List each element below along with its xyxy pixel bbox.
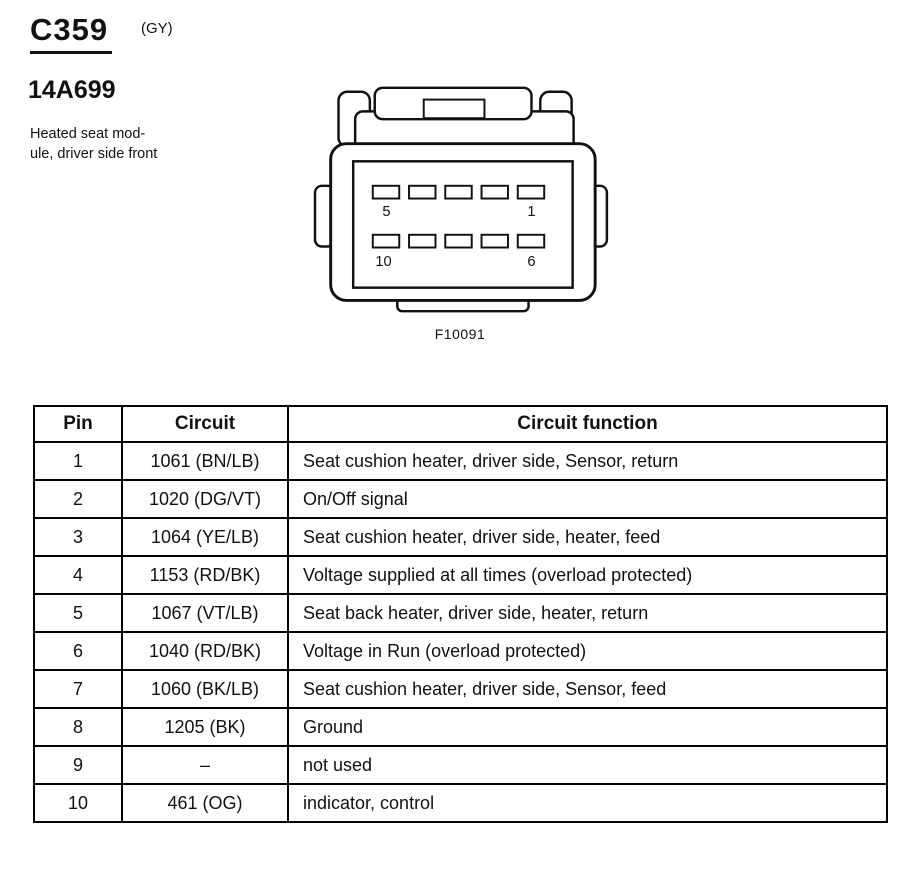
cell-function: indicator, control: [287, 783, 888, 823]
cell-pin: 1: [33, 441, 123, 481]
connector-id: C359: [30, 12, 113, 54]
pin-slot-8: [444, 233, 473, 249]
connector-color-code: (GY): [141, 20, 173, 37]
cell-circuit: 1040 (RD/BK): [121, 631, 289, 671]
cell-circuit: 1153 (RD/BK): [121, 555, 289, 595]
cell-circuit: 1067 (VT/LB): [121, 593, 289, 633]
table-header-row: Pin Circuit Circuit function: [33, 405, 888, 443]
table-row: 5 1067 (VT/LB) Seat back heater, driver …: [33, 593, 888, 633]
connector-cavity: [351, 160, 574, 289]
cell-function: Seat cushion heater, driver side, heater…: [287, 517, 888, 557]
pin-slot-2: [480, 184, 509, 200]
cell-function: On/Off signal: [287, 479, 888, 519]
cell-pin: 5: [33, 593, 123, 633]
col-header-circuit: Circuit: [121, 405, 289, 443]
cell-pin: 9: [33, 745, 123, 785]
table-row: 4 1153 (RD/BK) Voltage supplied at all t…: [33, 555, 888, 595]
table-row: 2 1020 (DG/VT) On/Off signal: [33, 479, 888, 519]
pinout-table: Pin Circuit Circuit function 1 1061 (BN/…: [33, 405, 888, 823]
connector-description-line2: ule, driver side front: [30, 146, 158, 162]
table-row: 6 1040 (RD/BK) Voltage in Run (overload …: [33, 631, 888, 671]
cell-pin: 7: [33, 669, 123, 709]
cell-pin: 3: [33, 517, 123, 557]
cell-pin: 8: [33, 707, 123, 747]
connector-description: Heated seat mod- ule, driver side front: [30, 124, 210, 164]
cell-circuit: 1205 (BK): [121, 707, 289, 747]
cell-circuit: 1064 (YE/LB): [121, 517, 289, 557]
cell-function: Voltage supplied at all times (overload …: [287, 555, 888, 595]
cell-pin: 4: [33, 555, 123, 595]
pin-slot-7: [480, 233, 509, 249]
connector-face-diagram: 5 1 10 6: [313, 86, 609, 313]
pin-slot-3: [444, 184, 473, 200]
table-row: 3 1064 (YE/LB) Seat cushion heater, driv…: [33, 517, 888, 557]
pin-label-bottom-left: 10: [375, 254, 391, 270]
table-row: 7 1060 (BK/LB) Seat cushion heater, driv…: [33, 669, 888, 709]
table-row: 9 – not used: [33, 745, 888, 785]
table-row: 10 461 (OG) indicator, control: [33, 783, 888, 823]
pin-slot-10: [371, 233, 401, 249]
connector-top-notch: [422, 98, 486, 120]
part-number: 14A699: [28, 76, 116, 104]
connector-description-line1: Heated seat mod-: [30, 126, 146, 142]
pin-slot-5: [371, 184, 401, 200]
cell-function: Voltage in Run (overload protected): [287, 631, 888, 671]
pin-label-bottom-right: 6: [527, 254, 535, 270]
cell-pin: 2: [33, 479, 123, 519]
col-header-function: Circuit function: [287, 405, 888, 443]
cell-circuit: 1020 (DG/VT): [121, 479, 289, 519]
cell-circuit: 461 (OG): [121, 783, 289, 823]
pin-slot-4: [408, 184, 437, 200]
pin-label-top-left: 5: [382, 204, 390, 220]
connector-drawing: 5 1 10 6 F10091: [306, 80, 614, 342]
cell-function: Seat back heater, driver side, heater, r…: [287, 593, 888, 633]
cell-pin: 10: [33, 783, 123, 823]
table-row: 1 1061 (BN/LB) Seat cushion heater, driv…: [33, 441, 888, 481]
pin-slot-1: [516, 184, 546, 200]
pin-slot-6: [516, 233, 546, 249]
pin-slot-9: [408, 233, 437, 249]
cell-function: Seat cushion heater, driver side, Sensor…: [287, 669, 888, 709]
cell-function: Ground: [287, 707, 888, 747]
cell-function: not used: [287, 745, 888, 785]
cell-function: Seat cushion heater, driver side, Sensor…: [287, 441, 888, 481]
cell-circuit: 1060 (BK/LB): [121, 669, 289, 709]
figure-number: F10091: [434, 326, 486, 342]
cell-circuit: –: [121, 745, 289, 785]
col-header-pin: Pin: [33, 405, 123, 443]
table-row: 8 1205 (BK) Ground: [33, 707, 888, 747]
cell-circuit: 1061 (BN/LB): [121, 441, 289, 481]
pin-label-top-right: 1: [527, 204, 535, 220]
cell-pin: 6: [33, 631, 123, 671]
